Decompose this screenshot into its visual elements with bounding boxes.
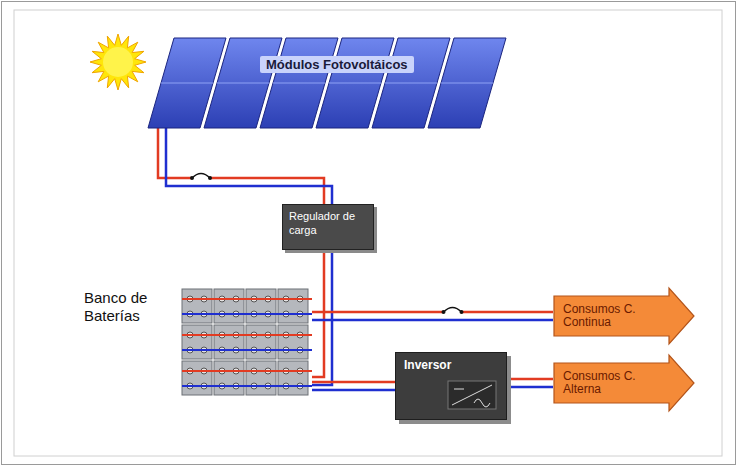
positive-wire — [312, 250, 324, 377]
battery-cell — [246, 289, 276, 323]
fuse-dot — [208, 176, 212, 180]
regulator-label: Regulador de carga — [289, 210, 367, 238]
negative-wire — [166, 118, 332, 204]
positive-wire — [158, 118, 324, 204]
arrow-body — [554, 288, 694, 344]
fuse-symbol — [192, 174, 210, 179]
battery-cell — [214, 325, 244, 359]
charge-regulator: Regulador de carga — [282, 204, 374, 250]
positive-wire — [507, 378, 553, 381]
sun-rays — [90, 34, 146, 90]
wire-pair — [312, 250, 332, 385]
load-label: Consumos C. Alterna — [563, 370, 667, 395]
battery-wire — [182, 334, 312, 336]
sun-icon — [90, 34, 146, 90]
wire-pair — [312, 382, 395, 390]
positive-wire — [312, 381, 395, 384]
negative-wire — [312, 389, 395, 392]
fuse-symbol — [444, 308, 462, 313]
battery-wire — [182, 349, 312, 351]
cell-grid — [329, 83, 381, 84]
battery-wire — [182, 298, 312, 300]
sun-disc — [103, 47, 133, 77]
bank-label: Banco de Baterías — [84, 289, 180, 325]
negative-wire — [507, 386, 553, 389]
battery-bank: Banco de Baterías — [78, 283, 312, 401]
cell-grid — [217, 83, 269, 84]
cell-grid — [161, 83, 213, 84]
inverter-label: Inversor — [404, 358, 498, 372]
cell-grid — [385, 83, 437, 84]
battery-cell — [182, 325, 212, 359]
battery-cell — [278, 361, 308, 395]
cell-grid — [441, 83, 493, 84]
wire-pair — [312, 308, 553, 321]
pv-cell — [428, 38, 506, 128]
battery-wire — [182, 370, 312, 372]
load-arrow: Consumos C. Continua — [553, 287, 695, 345]
inverter: Inversor — [395, 352, 507, 420]
battery-cell — [182, 361, 212, 395]
load-label: Consumos C. Continua — [563, 303, 667, 328]
battery-wire — [182, 385, 312, 387]
fuse-dot — [442, 310, 446, 314]
positive-wire — [312, 311, 553, 314]
cell-grid — [273, 83, 325, 84]
wire-pair — [507, 379, 553, 387]
battery-cell — [246, 361, 276, 395]
arrow-body — [554, 355, 694, 411]
battery-cell — [182, 289, 212, 323]
solar-panel: Módulos Fotovoltáicos — [148, 36, 510, 130]
fuse-dot — [460, 310, 464, 314]
fuse-dot — [190, 176, 194, 180]
negative-wire — [312, 319, 553, 322]
negative-wire — [312, 250, 332, 385]
battery-cell — [278, 289, 308, 323]
battery-wire — [182, 313, 312, 315]
panel-shape — [148, 36, 510, 130]
inner-border — [14, 10, 722, 456]
load-arrow: Consumos C. Alterna — [553, 354, 695, 412]
panel-label: Módulos Fotovoltáicos — [260, 56, 414, 73]
battery-cell — [214, 361, 244, 395]
wire-pair — [158, 118, 332, 204]
battery-cell — [278, 325, 308, 359]
battery-cell — [214, 289, 244, 323]
battery-cell — [246, 325, 276, 359]
